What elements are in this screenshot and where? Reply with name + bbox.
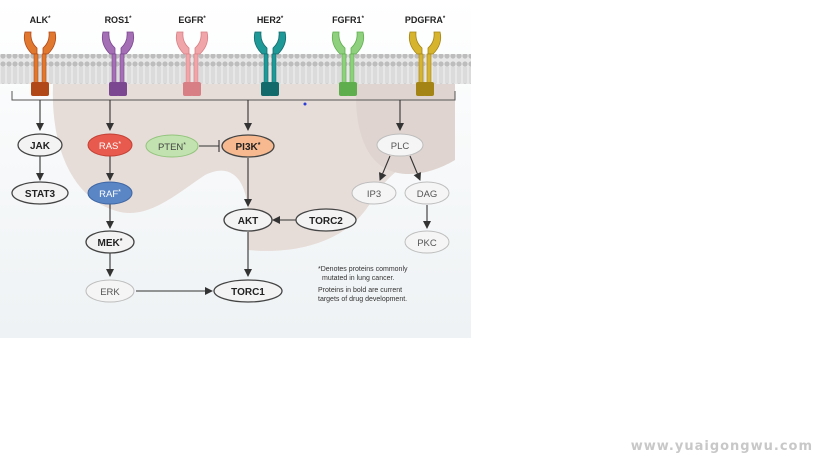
legend-mark: * — [318, 266, 321, 273]
pi3k-mutation-mark: * — [258, 142, 261, 149]
receptor-ros1: ROS1* — [101, 15, 135, 96]
node-dag-label: DAG — [417, 189, 438, 200]
svg-text:RAS*: RAS* — [99, 141, 122, 153]
node-akt-label: AKT — [238, 216, 259, 227]
legend: *Denotes proteins commonly mutated in lu… — [318, 266, 408, 303]
legend-note1-line2: mutated in lung cancer. — [322, 275, 394, 282]
receptor-alk: ALK* — [23, 15, 57, 96]
svg-text:RAF*: RAF* — [99, 189, 121, 201]
node-raf: RAF* — [87, 181, 133, 205]
legend-note2-line2: targets of drug development. — [318, 296, 407, 303]
node-ras: RAS* — [87, 133, 133, 157]
node-mek-label: MEK — [98, 238, 121, 249]
node-plc-label: PLC — [391, 141, 410, 152]
node-pkc-label: PKC — [417, 238, 437, 249]
node-dag: DAG — [404, 181, 450, 205]
receptor-label-her2: HER2* — [257, 15, 284, 25]
node-pi3k-label: PI3K — [236, 142, 259, 153]
receptor-pdgfra: PDGFRA* — [405, 15, 446, 96]
node-stat3: STAT3 — [11, 181, 69, 205]
node-jak-label: JAK — [30, 141, 51, 152]
watermark-text: www.yuaigongwu.com — [630, 439, 813, 454]
receptor-label-pdgfra: PDGFRA* — [405, 15, 446, 25]
receptor-egfr: EGFR* — [175, 15, 209, 96]
blue-dot — [303, 102, 307, 106]
node-pten: PTEN* — [145, 134, 199, 158]
legend-note1-line1: Denotes proteins commonly — [321, 266, 408, 273]
pten-mutation-mark: * — [183, 142, 186, 149]
receptor-her2: HER2* — [253, 15, 287, 96]
ras-mutation-mark: * — [118, 141, 121, 148]
svg-text:MEK*: MEK* — [98, 238, 123, 250]
node-torc1-label: TORC1 — [231, 287, 265, 298]
legend-note2-line1: Proteins in bold are current — [318, 287, 402, 294]
mek-mutation-mark: * — [120, 238, 123, 245]
node-jak: JAK — [17, 133, 63, 157]
node-stat3-label: STAT3 — [25, 189, 56, 200]
receptor-fgfr1: FGFR1* — [331, 15, 365, 96]
cell-membrane — [0, 54, 471, 84]
receptor-label-fgfr1: FGFR1* — [332, 15, 365, 25]
node-torc2-label: TORC2 — [309, 216, 343, 227]
node-pkc: PKC — [404, 230, 450, 254]
node-akt: AKT — [223, 208, 273, 232]
svg-text:PI3K*: PI3K* — [236, 142, 261, 154]
node-torc1: TORC1 — [213, 279, 283, 303]
signaling-pathway-diagram: ALK* ROS1* EGFR* HER2* FGFR1* PDGFRA* JAK STA… — [0, 0, 471, 338]
arrow-plc-ip3 — [379, 155, 391, 181]
inhibition-pten-pi3k — [199, 140, 220, 152]
node-erk-label: ERK — [100, 287, 120, 298]
node-erk: ERK — [85, 279, 135, 303]
svg-text:PTEN*: PTEN* — [158, 142, 186, 154]
arrow-plc-dag — [409, 155, 421, 181]
receptor-label-egfr: EGFR* — [178, 15, 206, 25]
node-raf-label: RAF — [99, 189, 118, 200]
node-plc: PLC — [376, 133, 424, 157]
receptor-label-ros1: ROS1* — [105, 15, 133, 25]
svg-text:*Denotes proteins commonly: *Denotes proteins commonly — [318, 266, 408, 273]
node-ip3-label: IP3 — [367, 189, 381, 200]
node-mek: MEK* — [85, 230, 135, 254]
node-ip3: IP3 — [351, 181, 397, 205]
raf-mutation-mark: * — [118, 189, 121, 196]
receptor-label-alk: ALK* — [30, 15, 52, 25]
node-pi3k: PI3K* — [221, 134, 275, 158]
node-torc2: TORC2 — [295, 208, 357, 232]
node-pten-label: PTEN — [158, 142, 183, 153]
receptor-bracket — [11, 91, 456, 101]
node-ras-label: RAS — [99, 141, 119, 152]
pathway-arrows — [36, 100, 431, 295]
